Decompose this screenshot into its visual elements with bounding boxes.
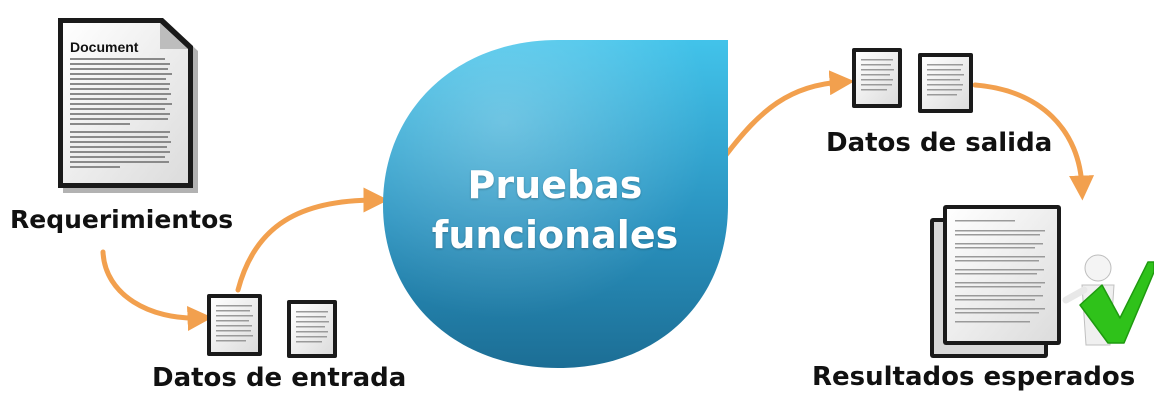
- arrow-input-to-center: [235, 187, 389, 293]
- document-title: Document: [70, 39, 139, 55]
- arrow-requirements-to-input: [100, 249, 213, 331]
- expected-results-label: Resultados esperados: [812, 362, 1136, 392]
- functional-tests-drop: [383, 40, 728, 368]
- input-data-label: Datos de entrada: [152, 363, 407, 393]
- check-mark-icon: [1079, 261, 1154, 344]
- output-data-label: Datos de salida: [826, 128, 1053, 158]
- requirements-label: Requerimientos: [10, 205, 234, 234]
- arrow-output-to-results: [972, 82, 1095, 201]
- arrow-center-to-output: [723, 70, 855, 158]
- input-documents-icon: [207, 294, 337, 358]
- center-title: Pruebas funcionales: [390, 160, 720, 260]
- expected-results-icon: [930, 205, 1154, 358]
- center-title-line1: Pruebas: [467, 163, 643, 207]
- output-documents-icon: [852, 48, 973, 113]
- center-title-line2: funcionales: [431, 213, 679, 257]
- requirements-document-icon: Document: [58, 18, 198, 193]
